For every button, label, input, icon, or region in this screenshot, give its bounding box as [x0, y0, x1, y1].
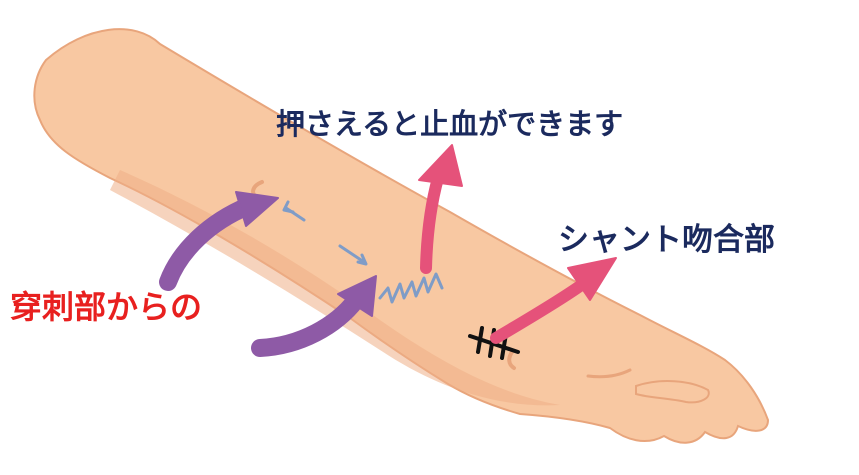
suture-line — [468, 334, 520, 354]
suture-stitch — [476, 326, 484, 354]
shunt-arrow-shaft — [490, 280, 586, 344]
shunt-arrow-head — [567, 257, 617, 301]
shunt-arrow-icon — [490, 257, 617, 344]
blood-flow-arrow — [338, 244, 366, 264]
puncture-site-label: 穿刺部からの — [10, 288, 203, 326]
puncture-arrow-upper-shaft — [159, 197, 257, 291]
thumb — [635, 380, 710, 404]
hemostasis-arrow-shaft — [420, 172, 444, 274]
hemostasis-label: 押さえると止血ができます — [276, 107, 624, 141]
hemostasis-arrow-icon — [418, 144, 463, 274]
skin-mark — [507, 350, 516, 370]
blood-flow-arrow-head — [282, 200, 295, 214]
puncture-arrow-lower-shaft — [251, 291, 365, 357]
puncture-arrow-upper-head — [235, 191, 279, 227]
puncture-arrows-icon — [159, 191, 377, 357]
vessel-zigzag-icon — [378, 272, 444, 304]
hemostasis-arrow-head — [418, 144, 463, 187]
shunt-anastomosis-label: シャント吻合部 — [558, 222, 775, 258]
wrist-crease — [586, 368, 632, 379]
blood-flow-arrows — [282, 200, 368, 266]
blood-flow-arrow-head — [356, 253, 368, 266]
puncture-arrow-lower-head — [337, 275, 377, 317]
